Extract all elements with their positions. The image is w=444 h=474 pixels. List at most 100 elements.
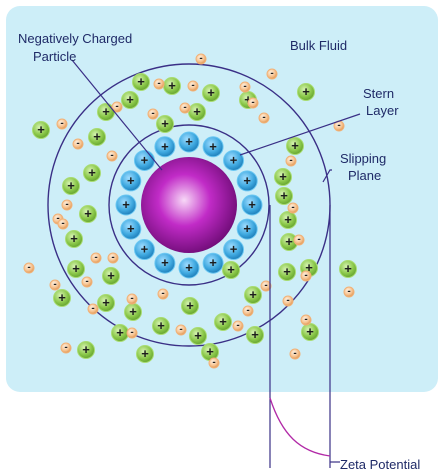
ion-body [343, 286, 355, 298]
zeta-potential-curve [269, 397, 331, 457]
stern-positive-ion: + [202, 136, 224, 158]
negative-ion: - [61, 199, 73, 211]
plus-symbol: + [84, 206, 92, 221]
diffuse-positive-ion: + [297, 83, 315, 101]
ion-body [133, 239, 155, 261]
plus-symbol: + [209, 255, 217, 270]
minus-symbol: - [286, 295, 289, 306]
stern-positive-ion: + [178, 131, 200, 153]
minus-symbol: - [53, 279, 56, 290]
negative-ion: - [107, 252, 119, 264]
plus-symbol: + [283, 264, 291, 279]
plus-symbol: + [249, 287, 257, 302]
minus-symbol: - [262, 112, 265, 123]
ion-body [286, 137, 304, 155]
minus-symbol: - [293, 348, 296, 359]
minus-symbol: - [236, 320, 239, 331]
ion-body [136, 345, 154, 363]
ion-body [208, 357, 220, 369]
ion-body [132, 73, 150, 91]
minus-symbol: - [289, 155, 292, 166]
negative-ion: - [260, 280, 272, 292]
ion-body [178, 257, 200, 279]
stern-positive-ion: + [178, 257, 200, 279]
ion-body [154, 136, 176, 158]
plus-symbol: + [127, 173, 135, 188]
ion-layer: ++++++++++++++++++++++++++++++++++++++++… [23, 53, 357, 369]
minus-symbol: - [130, 293, 133, 304]
plus-symbol: + [82, 342, 90, 357]
minus-symbol: - [270, 68, 273, 79]
ion-body [126, 293, 138, 305]
plus-symbol: + [186, 298, 194, 313]
diffuse-positive-ion: + [201, 343, 219, 361]
plus-symbol: + [344, 261, 352, 276]
negative-ion: - [208, 357, 220, 369]
diffuse-positive-ion: + [121, 91, 139, 109]
ion-body [181, 297, 199, 315]
ion-body [274, 168, 292, 186]
stern-positive-ion: + [236, 218, 258, 240]
slipping-plane-label-line-1: Slipping [340, 151, 386, 166]
plus-symbol: + [141, 152, 149, 167]
diffuse-positive-ion: + [301, 323, 319, 341]
plus-symbol: + [102, 295, 110, 310]
ion-body [244, 286, 262, 304]
plus-symbol: + [230, 152, 238, 167]
ion-body [236, 170, 258, 192]
diffuse-positive-ion: + [53, 289, 71, 307]
plus-symbol: + [227, 262, 235, 277]
diffuse-positive-ion: + [156, 115, 174, 133]
ion-body [242, 305, 254, 317]
diffuse-positive-ion: + [97, 294, 115, 312]
diffuse-positive-ion: + [214, 313, 232, 331]
ion-body [223, 239, 245, 261]
minus-symbol: - [27, 262, 30, 273]
plus-symbol: + [161, 255, 169, 270]
minus-symbol: - [179, 324, 182, 335]
plus-symbol: + [185, 134, 193, 149]
diffuse-positive-ion: + [62, 177, 80, 195]
plus-symbol: + [126, 92, 134, 107]
ion-body [23, 262, 35, 274]
ion-body [266, 68, 278, 80]
minus-symbol: - [111, 252, 114, 263]
minus-symbol: - [251, 97, 254, 108]
negative-ion: - [49, 279, 61, 291]
diffuse-positive-ion: + [188, 103, 206, 121]
plus-symbol: + [72, 261, 80, 276]
negative-ion: - [343, 286, 355, 298]
slipping-plane-label-line-2: Plane [348, 168, 381, 183]
stern-layer-label-line-1: Stern [363, 86, 394, 101]
diffuse-positive-ion: + [79, 205, 97, 223]
negative-ion: - [247, 97, 259, 109]
bulk-fluid-label: Bulk Fluid [290, 38, 347, 53]
ion-body [289, 348, 301, 360]
minus-symbol: - [264, 280, 267, 291]
diffuse-positive-ion: + [83, 164, 101, 182]
ion-body [278, 263, 296, 281]
ion-body [187, 80, 199, 92]
negative-ion: - [300, 270, 312, 282]
ion-body [62, 177, 80, 195]
negative-ion: - [293, 234, 305, 246]
diffuse-positive-ion: + [181, 297, 199, 315]
diffuse-positive-ion: + [244, 286, 262, 304]
plus-symbol: + [168, 78, 176, 93]
stern-layer-ring [108, 124, 270, 286]
negative-ion: - [87, 303, 99, 315]
negative-ion: - [187, 80, 199, 92]
ion-body [61, 199, 73, 211]
ion-body [285, 155, 297, 167]
minus-symbol: - [246, 305, 249, 316]
ion-body [57, 218, 69, 230]
minus-symbol: - [161, 288, 164, 299]
diffuse-positive-ion: + [280, 233, 298, 251]
plus-symbol: + [161, 116, 169, 131]
minus-symbol: - [183, 102, 186, 113]
negative-ion: - [300, 314, 312, 326]
diffuse-positive-ion: + [124, 303, 142, 321]
plus-symbol: + [280, 188, 288, 203]
plus-symbol: + [209, 139, 217, 154]
stern-positive-ion: + [223, 149, 245, 171]
